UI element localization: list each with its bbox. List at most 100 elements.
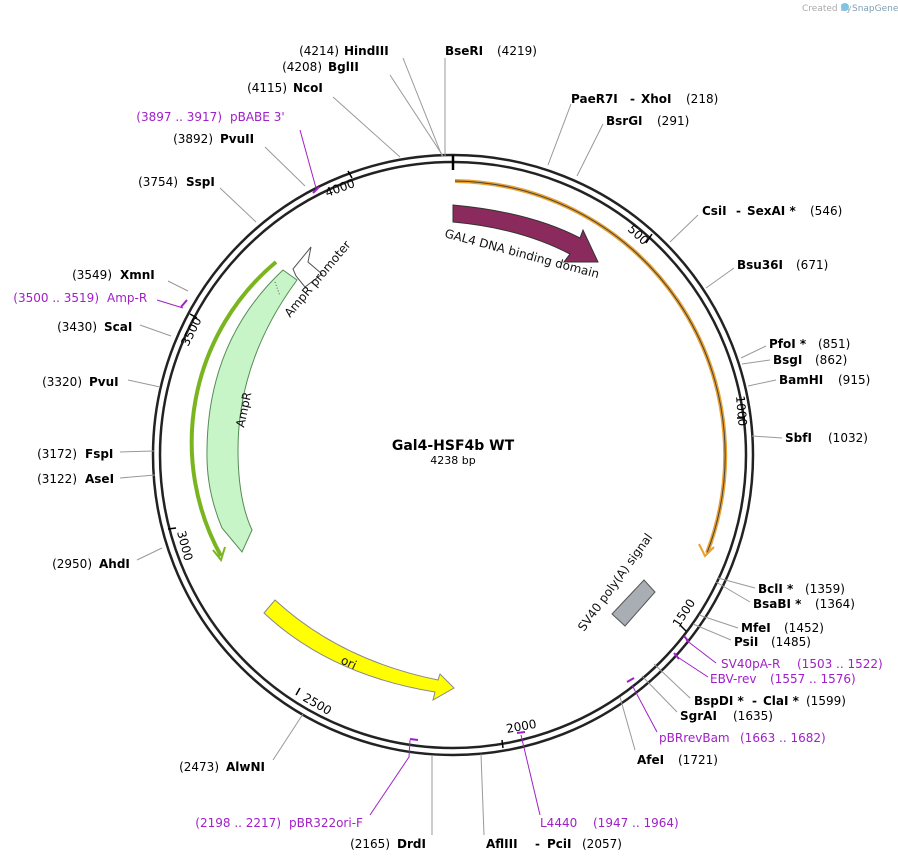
site-hindiii[interactable]: HindIII: [344, 44, 389, 58]
tick-label-1000: 1000: [733, 395, 750, 427]
leader-bsrgi: [576, 123, 604, 177]
site-csii[interactable]: CsiI: [702, 204, 727, 218]
primer-leader-pbr322ori: [369, 739, 411, 816]
leader-bsu36i: [705, 267, 735, 289]
site-bglii[interactable]: BglII: [328, 60, 359, 74]
site-afei[interactable]: AfeI: [637, 753, 664, 767]
leader-bspdi: [653, 663, 691, 699]
site-pos-bsrgi: (291): [657, 114, 689, 128]
site-paer7i[interactable]: PaeR7I: [571, 92, 618, 106]
tick-500: [645, 233, 653, 244]
site-bsgi[interactable]: BsgI: [773, 353, 802, 367]
primer-pbr322ori[interactable]: pBR322ori-F: [289, 816, 363, 830]
leader-paer7i: [547, 103, 572, 166]
highlight-arc: [454, 179, 728, 554]
site-alwni[interactable]: AlwNI: [226, 760, 265, 774]
tick-label-2000: 2000: [505, 717, 538, 736]
site-scai[interactable]: ScaI: [104, 320, 132, 334]
leader-pvuii: [264, 146, 306, 187]
ori-feature-arrow[interactable]: [263, 599, 455, 702]
site-sgrai[interactable]: SgrAI: [680, 709, 717, 723]
site-pos-fspi: (3172): [37, 447, 77, 461]
site-sbfi[interactable]: SbfI: [785, 431, 812, 445]
site-fspi[interactable]: FspI: [85, 447, 113, 461]
primer-ebvrev[interactable]: EBV-rev: [710, 672, 756, 686]
tick-label-3500: 3500: [178, 315, 204, 349]
ampr-divider: [274, 281, 281, 297]
site-pos-bseri: (4219): [497, 44, 537, 58]
site-bcli[interactable]: BclI *: [758, 582, 794, 596]
site-bsu36i[interactable]: Bsu36I: [737, 258, 783, 272]
site-pfoi[interactable]: PfoI *: [769, 337, 807, 351]
site-bseri[interactable]: BseRI: [445, 44, 483, 58]
primer-mark-l4440: [516, 731, 526, 734]
gal4-feature-arrow[interactable]: [452, 204, 599, 263]
site-dash-csii: -: [736, 204, 741, 218]
site-pos-sgrai: (1635): [733, 709, 773, 723]
primer-range-ebvrev: (1557 .. 1576): [770, 672, 856, 686]
leader-scai: [139, 324, 172, 337]
primer-sv40par[interactable]: SV40pA-R: [721, 657, 780, 671]
site-pos-bglii: (4208): [282, 60, 322, 74]
site-pos-alwni: (2473): [179, 760, 219, 774]
ampr-highlight: [189, 260, 278, 557]
site-dash-paer7i: -: [630, 92, 635, 106]
site-afliii[interactable]: AflIII: [486, 837, 518, 851]
primer-leader-ampr: [156, 299, 184, 309]
snapgene-logo-icon: [841, 3, 849, 11]
ori-label: ori: [339, 653, 359, 672]
site-pos-mfei: (1452): [784, 621, 824, 635]
site-pos-bsabi: (1364): [815, 597, 855, 611]
primer-mark-pbr322ori: [409, 738, 419, 741]
site-pos-pfoi: (851): [818, 337, 850, 351]
site-pos-ncoi: (4115): [247, 81, 287, 95]
site-pvui[interactable]: PvuI: [89, 375, 119, 389]
site-bsrgi[interactable]: BsrGI: [606, 114, 643, 128]
site-bamhi[interactable]: BamHI: [779, 373, 823, 387]
primer-pbabe[interactable]: pBABE 3': [230, 110, 285, 124]
primer-leader-pbrrevbam: [631, 684, 658, 733]
primer-l4440[interactable]: L4440: [540, 816, 577, 830]
primer-ampr[interactable]: Amp-R: [107, 291, 147, 305]
site-clai[interactable]: ClaI *: [763, 694, 800, 708]
site-drdi[interactable]: DrdI: [397, 837, 426, 851]
site-pos-psii: (1485): [771, 635, 811, 649]
site-dash-afliii: -: [535, 837, 540, 851]
site-mfei[interactable]: MfeI: [741, 621, 771, 635]
site-pvuii[interactable]: PvuII: [220, 132, 254, 146]
site-bspdi[interactable]: BspDI *: [694, 694, 744, 708]
site-psii[interactable]: PsiI: [734, 635, 758, 649]
leader-ncoi: [332, 96, 401, 158]
primer-range-l4440: (1947 .. 1964): [593, 816, 679, 830]
leader-bsabi: [715, 581, 751, 603]
site-asei[interactable]: AseI: [85, 472, 114, 486]
leader-alwni: [272, 713, 304, 761]
leader-psii: [692, 623, 732, 641]
site-pos-scai: (3430): [57, 320, 97, 334]
primer-leader-ebvrev: [675, 655, 709, 678]
amp-promoter-arrow[interactable]: [292, 246, 323, 288]
site-sexai[interactable]: SexAI *: [747, 204, 796, 218]
primer-pbrrevbam[interactable]: pBRrevBam: [659, 731, 730, 745]
tick-2000: [501, 739, 504, 749]
primer-mark-ampr: [180, 299, 188, 308]
site-xmni[interactable]: XmnI: [120, 268, 155, 282]
sv40-feature[interactable]: [611, 579, 656, 627]
site-ahdi[interactable]: AhdI: [99, 557, 130, 571]
primer-range-pbr322ori: (2198 .. 2217): [195, 816, 281, 830]
site-bsabi[interactable]: BsaBI *: [753, 597, 802, 611]
leader-bamhi: [747, 379, 777, 387]
primer-mark-sv40par: [683, 635, 690, 643]
site-pcii[interactable]: PciI: [547, 837, 572, 851]
site-sspi[interactable]: SspI: [186, 175, 215, 189]
tick-2500: [295, 687, 301, 696]
site-ncoi[interactable]: NcoI: [293, 81, 323, 95]
leader-pvui: [127, 379, 161, 388]
credit-brand: SnapGene: [852, 4, 898, 14]
site-xhoi[interactable]: XhoI: [641, 92, 672, 106]
primer-mark-pbabe: [312, 186, 320, 194]
tick-1500: [679, 624, 687, 632]
tick-3500: [189, 313, 198, 319]
ampr-feature-arrow[interactable]: [206, 269, 298, 553]
